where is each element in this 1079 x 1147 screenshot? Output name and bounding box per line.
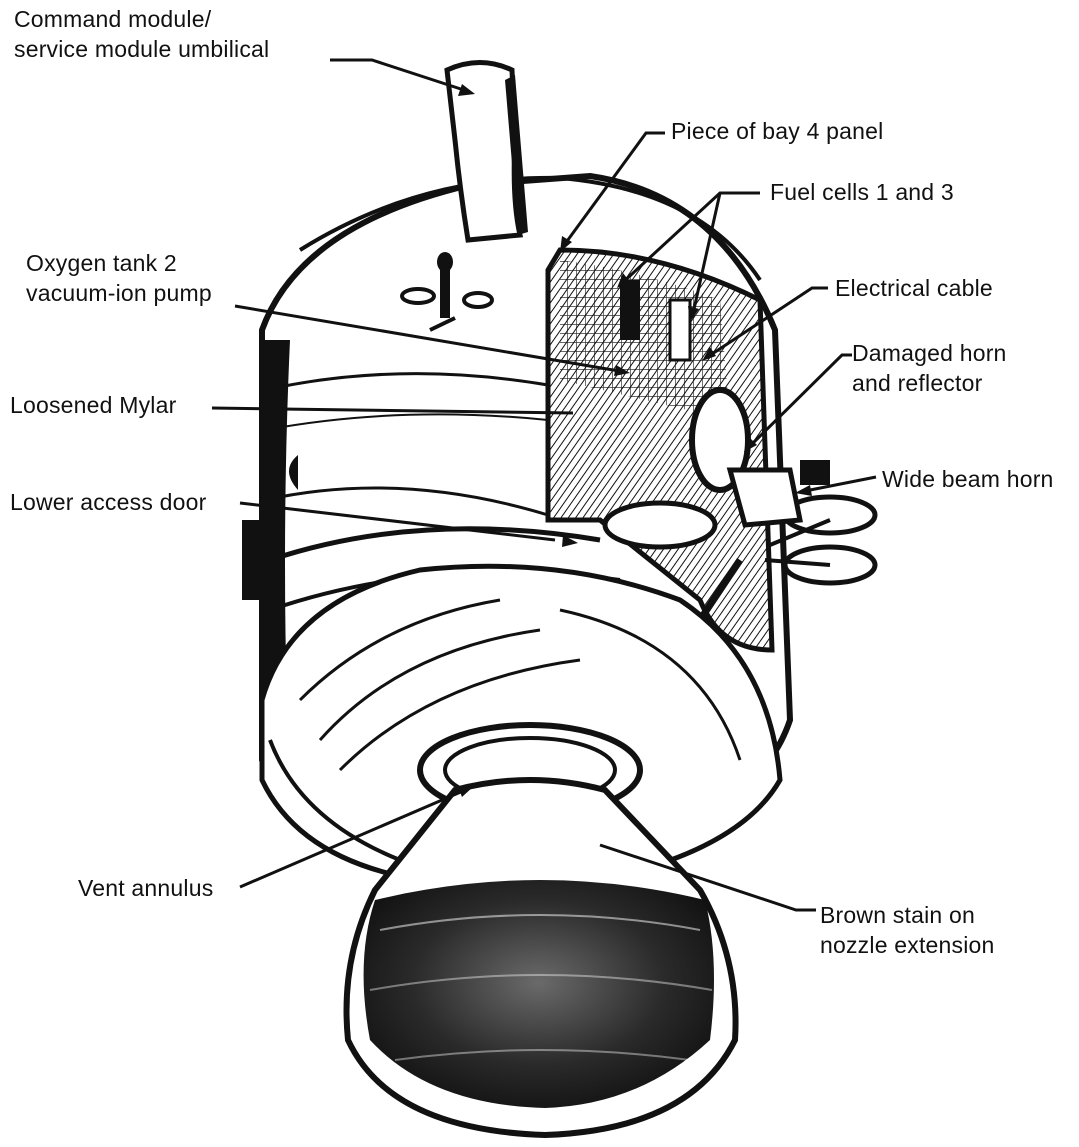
label-brown-stain-line2: nozzle extension xyxy=(820,930,995,960)
label-oxygen-pump-line2: vacuum-ion pump xyxy=(26,278,212,308)
label-cm-sm-umbilical-line2: service module umbilical xyxy=(14,34,269,64)
label-vent-annulus-line1: Vent annulus xyxy=(78,873,213,903)
label-loosened-mylar: Loosened Mylar xyxy=(10,390,176,420)
label-vent-annulus: Vent annulus xyxy=(78,873,213,903)
label-damaged-horn: Damaged horn and reflector xyxy=(852,338,1007,398)
label-lower-access-door-line1: Lower access door xyxy=(10,487,206,517)
label-wide-beam-horn-line1: Wide beam horn xyxy=(882,464,1054,494)
label-cm-sm-umbilical: Command module/ service module umbilical xyxy=(14,4,269,64)
label-cm-sm-umbilical-line1: Command module/ xyxy=(14,4,269,34)
label-bay4-panel: Piece of bay 4 panel xyxy=(671,116,883,146)
label-bay4-panel-line1: Piece of bay 4 panel xyxy=(671,116,883,146)
label-wide-beam-horn: Wide beam horn xyxy=(882,464,1054,494)
label-fuel-cells: Fuel cells 1 and 3 xyxy=(770,177,954,207)
label-brown-stain: Brown stain on nozzle extension xyxy=(820,900,995,960)
label-loosened-mylar-line1: Loosened Mylar xyxy=(10,390,176,420)
label-oxygen-pump-line1: Oxygen tank 2 xyxy=(26,248,212,278)
label-lower-access-door: Lower access door xyxy=(10,487,206,517)
label-damaged-horn-line2: and reflector xyxy=(852,368,1007,398)
label-electrical-cable: Electrical cable xyxy=(835,273,993,303)
label-oxygen-pump: Oxygen tank 2 vacuum-ion pump xyxy=(26,248,212,308)
label-brown-stain-line1: Brown stain on xyxy=(820,900,995,930)
label-fuel-cells-line1: Fuel cells 1 and 3 xyxy=(770,177,954,207)
label-damaged-horn-line1: Damaged horn xyxy=(852,338,1007,368)
label-electrical-cable-line1: Electrical cable xyxy=(835,273,993,303)
